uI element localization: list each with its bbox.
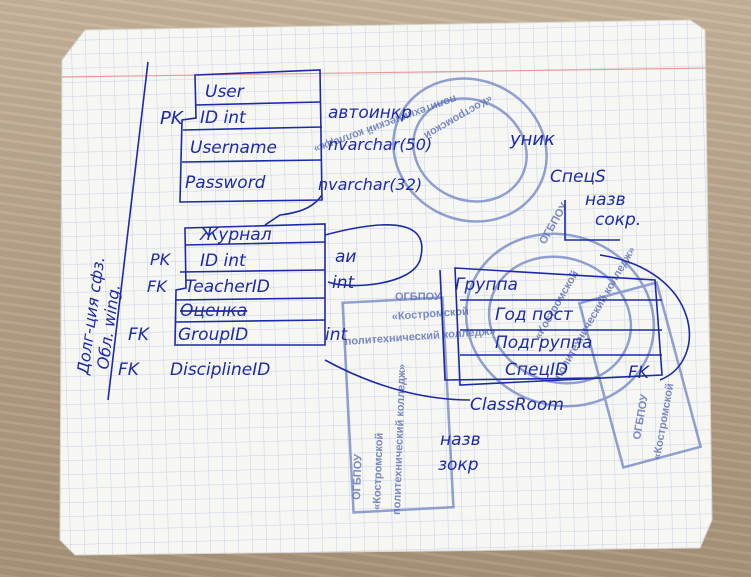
user-password-type: nvarchar(32) xyxy=(318,175,422,194)
svg-text:«Костромской: «Костромской xyxy=(391,306,469,323)
handwritten-content: Долг-ция сфз. Обл. wing. PK User ID int … xyxy=(73,82,651,475)
journal-group-row: GroupID xyxy=(178,325,248,345)
user-username-row: Username xyxy=(190,138,277,158)
svg-text:«Костромской: «Костромской xyxy=(371,433,386,511)
user-username-type: nvarchar(50) xyxy=(328,135,432,154)
journal-int1-note: int xyxy=(332,273,355,293)
svg-text:ОГБПОУ: ОГБПОУ xyxy=(351,454,365,500)
journal-fk3-label: FK xyxy=(118,360,141,380)
journal-fk1-label: FK xyxy=(147,277,168,296)
journal-teacher-row: TeacherID xyxy=(185,277,270,297)
svg-text:политехнический колледж»: политехнический колледж» xyxy=(391,364,408,515)
side-note-name2: назв xyxy=(440,430,481,450)
user-pk-label: PK xyxy=(160,108,184,129)
group-row2: Подгруппа xyxy=(495,333,592,353)
journal-discipline-row: DisciplineID xyxy=(170,360,270,380)
red-margin-line xyxy=(60,67,712,78)
user-id-row: ID int xyxy=(200,108,247,128)
journal-ai-note: аи xyxy=(335,247,356,267)
group-row1: Год пост xyxy=(495,305,574,325)
group-fk-label: FK xyxy=(628,363,651,383)
user-table-title: User xyxy=(205,82,245,102)
user-password-row: Password xyxy=(185,173,266,193)
journal-fk2-label: FK xyxy=(128,325,151,345)
svg-text:ОГБПОУ: ОГБПОУ xyxy=(395,291,441,303)
journal-id-row: ID int xyxy=(200,251,247,271)
group-row4: ClassRoom xyxy=(470,395,564,415)
side-note-name1: назв xyxy=(585,190,626,210)
journal-pk-label: PK xyxy=(150,250,172,269)
journal-struck-row: Оценка xyxy=(180,301,247,321)
side-note-abbr2: зокр xyxy=(438,455,479,475)
user-identity-note: автоинкр xyxy=(328,103,412,123)
group-row3: СпецID xyxy=(505,360,568,380)
user-unique-note: уник xyxy=(509,129,555,150)
journal-table-title: Журнал xyxy=(199,225,272,245)
side-note-abbr1: сокр. xyxy=(595,210,641,230)
group-table-title: Группа xyxy=(455,275,518,295)
side-note-spec: СпецS xyxy=(550,167,606,187)
diagram-lines xyxy=(107,61,691,401)
journal-int2-note: int xyxy=(325,325,348,345)
